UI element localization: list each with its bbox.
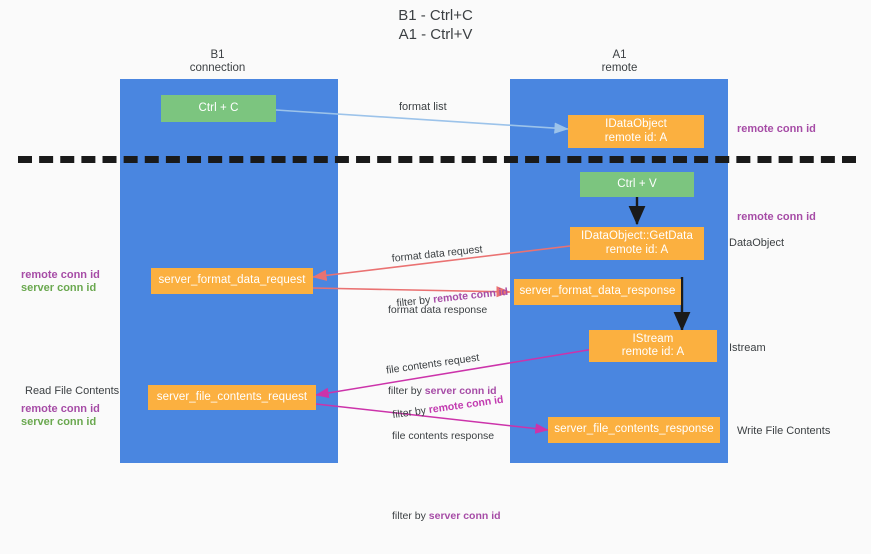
filter-prefix: filter by (392, 510, 429, 522)
page-title: B1 - Ctrl+C A1 - Ctrl+V (398, 7, 473, 43)
edge-label-format-data-response-line1: format data response (388, 304, 488, 316)
edge-label-format-data-request-line1: format data request (391, 243, 484, 265)
column-header-a1: A1 remote (601, 49, 638, 74)
node-ctrl-v[interactable]: Ctrl + V (580, 172, 694, 197)
phase-divider (18, 156, 856, 163)
node-server-file-contents-response[interactable]: server_file_contents_response (548, 417, 720, 443)
annotation-left-server-conn-id-1: server conn id (21, 282, 97, 294)
filter-key: server conn id (424, 385, 497, 397)
edge-label-format-data-response: format data response filter by server co… (388, 273, 497, 429)
edge-label-file-contents-response: file contents response filter by server … (392, 399, 501, 554)
annotation-dataobject: DataObject (729, 237, 785, 249)
filter-prefix: filter by (388, 385, 425, 397)
edge-label-file-contents-response-line2: filter by server conn id (392, 509, 501, 524)
node-ctrl-c[interactable]: Ctrl + C (161, 95, 276, 122)
edge-label-file-contents-request-line1: file contents request (385, 351, 481, 377)
column-header-b1: B1 connection (189, 49, 246, 74)
annotation-left-remote-conn-id-2: remote conn id (21, 403, 100, 415)
edge-label-format-list: format list (399, 101, 447, 113)
edge-label-file-contents-response-line1: file contents response (392, 430, 495, 442)
diagram-canvas: B1 - Ctrl+C A1 - Ctrl+V B1 connection A1… (18, 7, 856, 522)
node-server-format-data-response[interactable]: server_format_data_response (514, 279, 681, 305)
annotation-right-remote-conn-id-1: remote conn id (737, 123, 816, 135)
node-istream[interactable]: IStream remote id: A (589, 330, 717, 362)
node-idataobject[interactable]: IDataObject remote id: A (568, 115, 704, 148)
filter-key: server conn id (428, 510, 501, 522)
annotation-read-file-contents: Read File Contents (25, 385, 120, 397)
node-idataobject-getdata[interactable]: IDataObject::GetData remote id: A (570, 227, 704, 260)
annotation-write-file-contents: Write File Contents (737, 425, 831, 437)
annotation-istream: Istream (729, 342, 766, 354)
node-server-format-data-request[interactable]: server_format_data_request (151, 268, 313, 294)
annotation-left-server-conn-id-2: server conn id (21, 416, 97, 428)
annotation-right-remote-conn-id-2: remote conn id (737, 211, 816, 223)
annotation-left-remote-conn-id-1: remote conn id (21, 269, 100, 281)
node-server-file-contents-request[interactable]: server_file_contents_request (148, 385, 316, 410)
edge-label-format-data-response-line2: filter by server conn id (388, 384, 497, 399)
